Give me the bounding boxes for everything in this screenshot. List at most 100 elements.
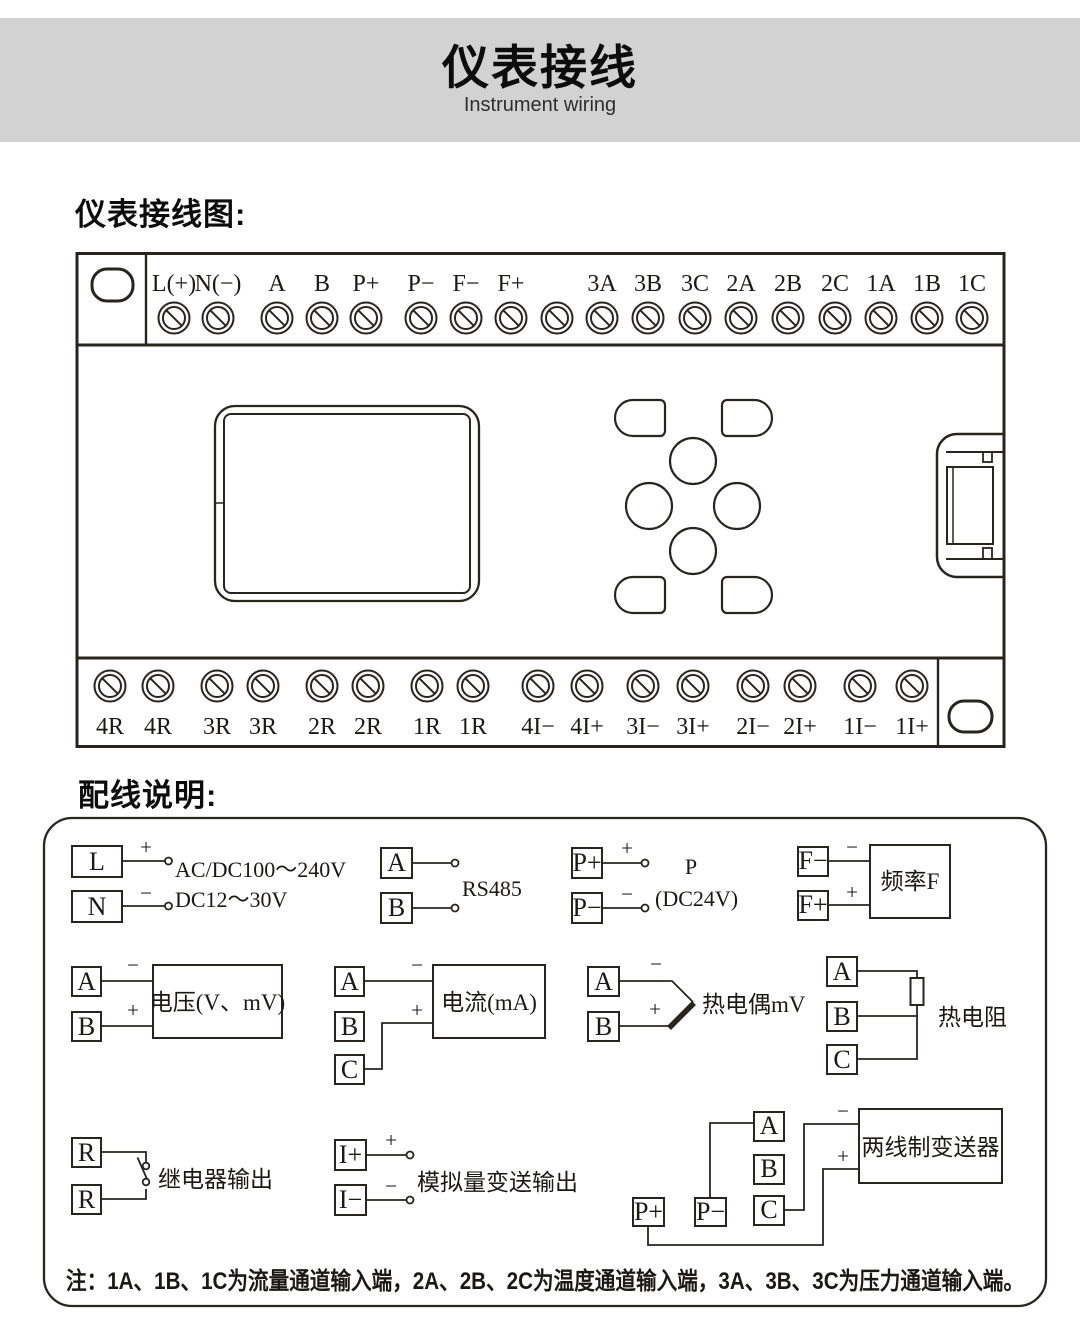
- terminal-screw: [895, 669, 929, 703]
- terminal-screw: [521, 669, 555, 703]
- notes-panel-border: [42, 816, 1048, 1308]
- terminal-label: 4R: [144, 714, 172, 740]
- terminal-label: 1C: [958, 271, 986, 297]
- terminal-box-r2: R: [78, 1185, 96, 1214]
- minus-sign: −: [621, 882, 633, 906]
- terminal-box-c: C: [833, 1045, 850, 1074]
- terminal-screw: [305, 669, 339, 703]
- terminal-box-i-minus: I−: [339, 1185, 362, 1214]
- frequency-box-label: 频率F: [881, 869, 940, 894]
- terminal-label: B: [314, 271, 330, 297]
- minus-sign: −: [846, 835, 858, 859]
- terminal-screw: [818, 301, 852, 335]
- terminal-box-p-minus: P−: [572, 893, 601, 922]
- terminal-label: 2B: [774, 271, 802, 297]
- terminal-label: 1R: [459, 714, 487, 740]
- rs485-wiring-group: A B RS485: [380, 847, 522, 924]
- terminal-box-b: B: [78, 1012, 95, 1041]
- terminal-box-l: L: [89, 847, 105, 876]
- terminal-screw: [540, 301, 574, 335]
- terminal-label: F−: [453, 271, 480, 297]
- terminal-label: 3B: [634, 271, 662, 297]
- terminal-box-b: B: [388, 893, 405, 922]
- terminal-label: 2C: [821, 271, 849, 297]
- instrument-case: [75, 252, 1006, 748]
- terminal-screw: [843, 669, 877, 703]
- minus-sign: −: [140, 881, 152, 905]
- terminal-screw: [351, 669, 385, 703]
- terminal-box-f-minus: F−: [798, 846, 827, 875]
- power-wiring-group: L N + − AC/DC100～240V DC12～30V: [71, 835, 346, 923]
- terminal-screw: [305, 301, 339, 335]
- terminal-screw: [724, 301, 758, 335]
- terminal-screw: [585, 301, 619, 335]
- terminal-box-p-plus: P+: [572, 848, 601, 877]
- terminal-label: 2R: [308, 714, 336, 740]
- mount-hole-bottom: [947, 699, 994, 734]
- terminal-screw: [676, 669, 710, 703]
- rs485-label: RS485: [462, 876, 522, 901]
- terminal-screw: [783, 669, 817, 703]
- power-spec-line1: AC/DC100～240V: [175, 857, 346, 882]
- current-wiring-group: A B C − + 电流(mA): [334, 953, 546, 1085]
- terminal-screw: [456, 669, 490, 703]
- thermocouple-wiring-group: A B − + 热电偶mV: [587, 952, 806, 1042]
- terminal-box-c: C: [341, 1055, 358, 1084]
- minus-sign: −: [385, 1174, 397, 1198]
- terminal-box-r1: R: [78, 1138, 96, 1167]
- key-left: [624, 481, 674, 531]
- p24-label-line2: (DC24V): [655, 886, 738, 911]
- terminal-box-a: A: [77, 967, 96, 996]
- notes-heading: 配线说明:: [78, 778, 218, 813]
- key-up: [668, 436, 718, 486]
- terminal-label: 1I+: [895, 714, 929, 740]
- frequency-wiring-group: F− F+ − + 频率F: [797, 835, 951, 921]
- minus-sign: −: [127, 953, 139, 977]
- terminal-label: 1B: [913, 271, 941, 297]
- minus-sign: −: [411, 953, 423, 977]
- power-spec-line2: DC12～30V: [175, 887, 288, 912]
- voltage-wiring-group: A B − + 电压(V、mV): [71, 953, 285, 1042]
- instrument-outline: [75, 252, 1006, 748]
- terminal-label: 3I−: [626, 714, 660, 740]
- page-title: 仪表接线: [442, 41, 638, 95]
- terminal-label: 2I−: [736, 714, 770, 740]
- terminal-screw: [626, 669, 660, 703]
- relay-label: 继电器输出: [158, 1167, 273, 1192]
- terminal-label: 1A: [866, 271, 896, 297]
- display-window: [213, 404, 481, 603]
- terminal-label: 2I+: [783, 714, 817, 740]
- terminal-box-a: A: [387, 848, 406, 877]
- terminal-screw: [771, 301, 805, 335]
- terminal-screw: [93, 669, 127, 703]
- terminal-screw: [736, 669, 770, 703]
- plus-sign: +: [846, 880, 858, 904]
- terminal-screw: [157, 301, 191, 335]
- terminal-box-a: A: [833, 957, 852, 986]
- terminal-box-b: B: [341, 1012, 358, 1041]
- terminal-label: 3R: [249, 714, 277, 740]
- terminal-screw: [349, 301, 383, 335]
- terminal-screw: [410, 669, 444, 703]
- terminal-screw: [955, 301, 989, 335]
- terminal-box-p-minus: P−: [696, 1197, 725, 1226]
- terminal-label: 1I−: [843, 714, 877, 740]
- p24-wiring-group: P+ P− + − P (DC24V): [571, 836, 738, 924]
- terminal-label: 4R: [96, 714, 124, 740]
- terminal-screw: [631, 301, 665, 335]
- terminal-screw: [910, 301, 944, 335]
- terminal-screw: [201, 301, 235, 335]
- transmitter-box-label: 两线制变送器: [862, 1135, 1000, 1160]
- terminal-box-b: B: [760, 1154, 777, 1183]
- terminal-label: P+: [353, 271, 380, 297]
- terminal-box-p-plus: P+: [634, 1197, 663, 1226]
- terminal-box-a: A: [340, 967, 359, 996]
- terminal-label: 3R: [203, 714, 231, 740]
- terminal-label: 2R: [354, 714, 382, 740]
- p24-label-line1: P: [685, 854, 697, 879]
- terminal-box-c: C: [760, 1195, 777, 1224]
- terminal-label: 2A: [726, 271, 756, 297]
